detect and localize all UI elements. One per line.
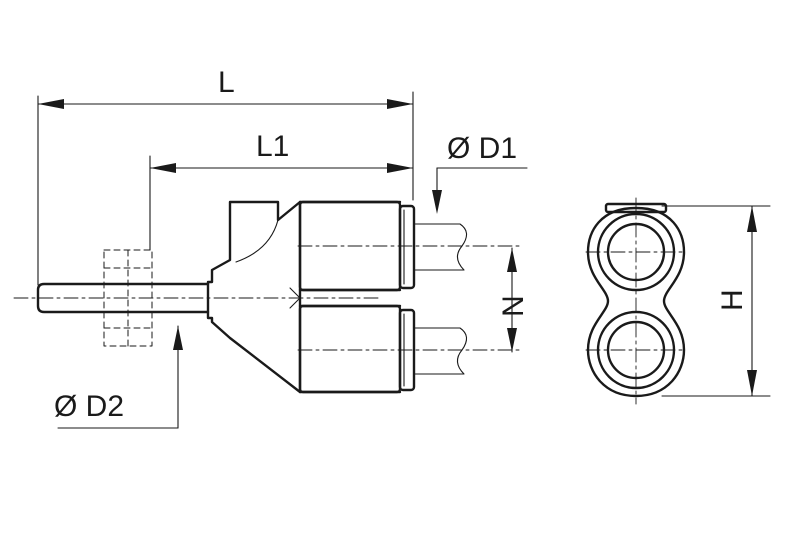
body-inner-curve — [235, 219, 279, 263]
label-l1: L1 — [256, 130, 289, 163]
lower-port — [298, 304, 468, 394]
label-l: L — [218, 66, 235, 99]
front-top-tab — [604, 202, 668, 214]
port-split-notch — [289, 287, 301, 309]
stem-outline — [36, 282, 210, 314]
dimension-h: H — [661, 205, 771, 397]
arrow-head — [432, 190, 442, 214]
dimension-d1: Ø D1 — [432, 132, 528, 214]
stem — [36, 249, 210, 347]
label-n: N — [497, 295, 530, 317]
arrow-head — [38, 99, 64, 109]
centerlines-side-view — [13, 245, 521, 351]
label-d1: Ø D1 — [447, 132, 517, 165]
front-lower-outer-ring — [596, 310, 676, 390]
dimension-d2: Ø D2 — [54, 325, 183, 429]
arrow-head — [747, 206, 757, 232]
upper-port-release-collet — [398, 204, 416, 290]
lower-tube — [413, 327, 468, 375]
lower-port-housing — [298, 304, 402, 394]
lower-port-release-collet — [398, 308, 416, 392]
front-lower-inner-ring — [606, 320, 666, 380]
dimension-l1: L1 — [149, 130, 414, 251]
label-d2: Ø D2 — [54, 390, 124, 423]
dimension-n: N — [497, 247, 530, 353]
label-h: H — [716, 289, 749, 311]
body-outline — [206, 200, 402, 394]
front-upper-outer-ring — [596, 212, 676, 292]
front-view — [585, 197, 687, 405]
y-connector-body — [206, 200, 402, 394]
upper-port — [298, 200, 468, 292]
dimension-l: L — [37, 66, 414, 286]
front-upper-inner-ring — [606, 222, 666, 282]
arrow-head — [173, 326, 183, 350]
arrow-head — [507, 328, 517, 352]
arrow-head — [150, 163, 176, 173]
upper-tube — [413, 223, 468, 271]
arrow-head — [507, 248, 517, 272]
arrow-head — [387, 163, 413, 173]
arrow-head — [747, 370, 757, 396]
front-body-outline — [586, 206, 686, 398]
arrow-head — [387, 99, 413, 109]
